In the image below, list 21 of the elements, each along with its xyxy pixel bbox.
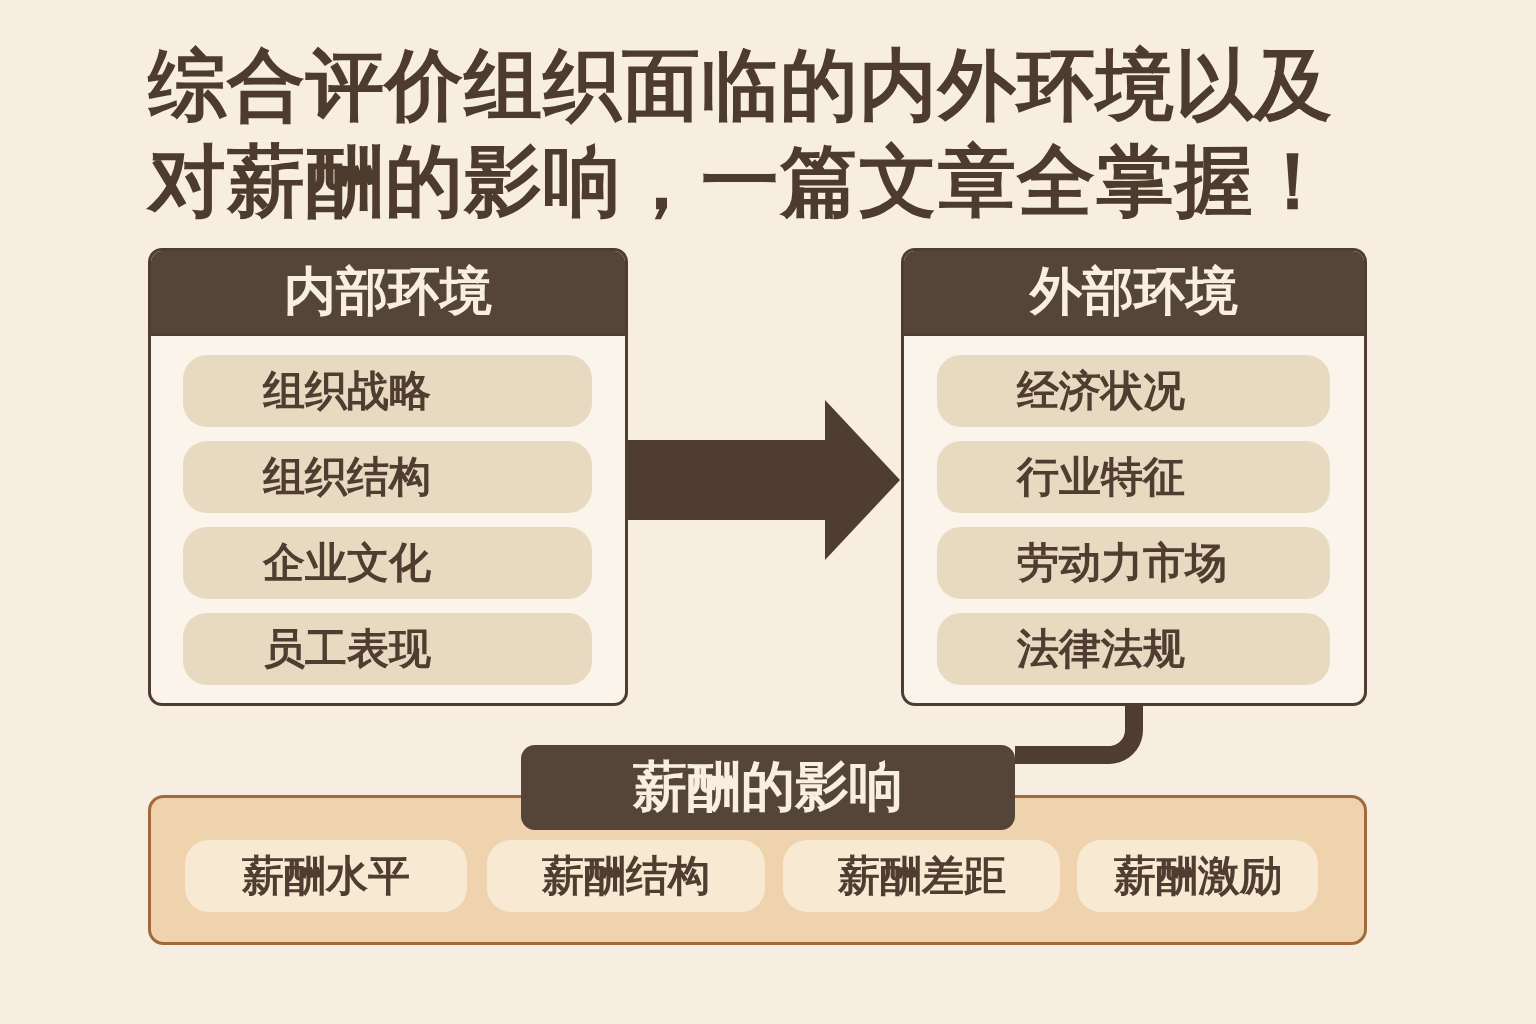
factor-pill: 薪酬激励 — [1077, 840, 1318, 912]
section-panel — [148, 745, 1367, 945]
factor-pill: 法律法规 — [937, 613, 1330, 685]
factor-pill: 企业文化 — [183, 527, 592, 599]
panel-header: 外部环境 — [904, 251, 1364, 336]
title: 综合评价组织面临的内外环境以及对薪酬的影响，一篇文章全掌握！ — [148, 39, 1334, 228]
factor-pill: 经济状况 — [937, 355, 1330, 427]
panel — [148, 248, 628, 706]
panel-header: 内部环境 — [151, 251, 625, 336]
factor-pill: 薪酬结构 — [487, 840, 765, 912]
block-arrow — [628, 400, 900, 560]
factor-pill: 薪酬差距 — [783, 840, 1060, 912]
factor-pill: 员工表现 — [183, 613, 592, 685]
factor-pill: 薪酬水平 — [185, 840, 467, 912]
factor-pill: 劳动力市场 — [937, 527, 1330, 599]
connector-line — [1015, 706, 1143, 764]
factor-pill: 行业特征 — [937, 441, 1330, 513]
panel — [901, 248, 1367, 706]
factor-pill: 组织战略 — [183, 355, 592, 427]
section-title: 薪酬的影响 — [632, 754, 904, 820]
factor-pill: 组织结构 — [183, 441, 592, 513]
